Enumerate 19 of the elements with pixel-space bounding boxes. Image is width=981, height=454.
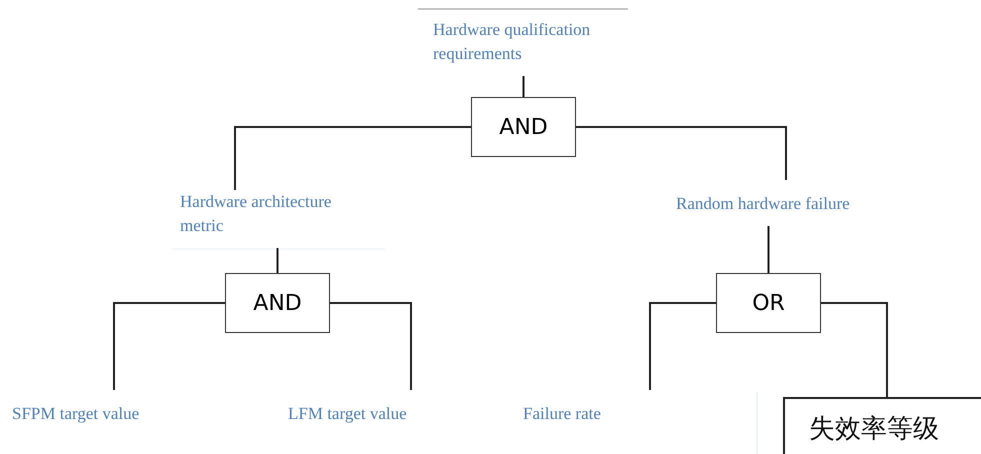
- connector-line: [113, 302, 225, 390]
- requirement-label: Random hardware failure: [676, 192, 896, 216]
- connector-line: [276, 248, 278, 273]
- or-gate-box: OR: [716, 273, 821, 333]
- requirement-label: Failure rate: [523, 402, 633, 426]
- connector-line: [234, 126, 471, 190]
- connector-line: [649, 302, 716, 390]
- requirement-label: Hardware qualification requirements: [433, 18, 633, 66]
- requirement-label: SFPM target value: [12, 402, 172, 426]
- requirement-label: LFM target value: [288, 402, 438, 426]
- connector-line: [576, 126, 787, 180]
- grade-box: 失效率等级: [783, 397, 981, 454]
- requirement-label: Hardware architecture metric: [180, 190, 370, 238]
- connector-line: [768, 226, 770, 273]
- and-gate-box: AND: [471, 97, 576, 157]
- and-gate-box: AND: [225, 273, 330, 333]
- connector-line: [522, 76, 524, 97]
- connector-line: [821, 302, 888, 397]
- connector-line: [330, 302, 412, 390]
